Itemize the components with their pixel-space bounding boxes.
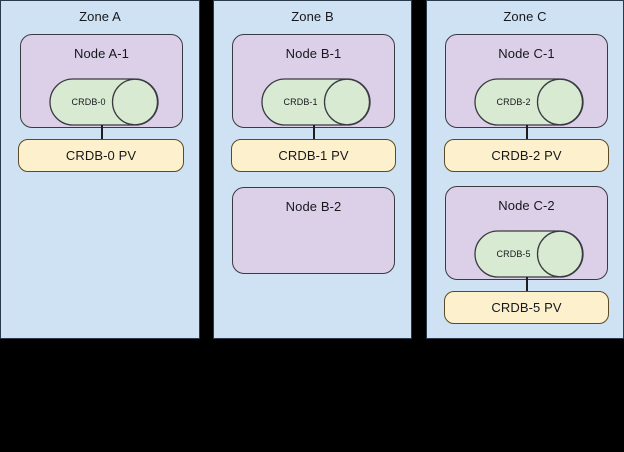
pv-crdb-0-label: CRDB-0 PV xyxy=(65,147,137,163)
connector-node-c-2-to-pv xyxy=(526,277,528,293)
database-cylinder-icon-crdb-1[interactable]: CRDB-1 xyxy=(261,78,371,126)
database-cylinder-icon-crdb-2[interactable]: CRDB-2 xyxy=(474,78,584,126)
node-c-1[interactable]: Node C-1 CRDB-2 xyxy=(445,34,608,128)
node-c-2[interactable]: Node C-2 CRDB-5 xyxy=(445,186,608,280)
zone-a-title: Zone A xyxy=(79,9,121,24)
node-b-1-title: Node B-1 xyxy=(285,46,342,61)
zone-c[interactable]: Zone C Node C-1 CRDB-2 CRDB-2 PV Node xyxy=(426,0,624,339)
zone-b[interactable]: Zone B Node B-1 CRDB-1 CRDB-1 PV Node xyxy=(213,0,412,339)
node-b-2[interactable]: Node B-2 xyxy=(232,187,395,274)
zone-b-title: Zone B xyxy=(291,9,334,24)
node-a-1[interactable]: Node A-1 CRDB-0 xyxy=(20,34,183,128)
pv-crdb-1-label: CRDB-1 PV xyxy=(278,147,349,163)
database-cylinder-icon-crdb-5[interactable]: CRDB-5 xyxy=(474,230,584,278)
node-b-1[interactable]: Node B-1 CRDB-1 xyxy=(232,34,395,128)
node-c-2-title: Node C-2 xyxy=(498,198,555,213)
zone-a[interactable]: Zone A Node A-1 CRDB-0 CRDB-0 PV xyxy=(0,0,200,339)
pv-crdb-5-label: CRDB-5 PV xyxy=(491,299,562,315)
pv-crdb-0[interactable]: CRDB-0 PV xyxy=(18,139,184,172)
node-a-1-title: Node A-1 xyxy=(73,46,129,61)
pv-crdb-1[interactable]: CRDB-1 PV xyxy=(231,139,396,172)
pv-crdb-2[interactable]: CRDB-2 PV xyxy=(444,139,609,172)
connector-node-a-1-to-pv xyxy=(101,125,103,141)
pv-crdb-5[interactable]: CRDB-5 PV xyxy=(444,291,609,324)
connector-node-b-1-to-pv xyxy=(313,125,315,141)
node-b-2-title: Node B-2 xyxy=(285,199,342,214)
connector-node-c-1-to-pv xyxy=(526,125,528,141)
pv-crdb-2-label: CRDB-2 PV xyxy=(491,147,562,163)
node-c-1-title: Node C-1 xyxy=(498,46,555,61)
database-cylinder-icon-crdb-0[interactable]: CRDB-0 xyxy=(49,78,159,126)
zone-c-title: Zone C xyxy=(503,9,547,24)
